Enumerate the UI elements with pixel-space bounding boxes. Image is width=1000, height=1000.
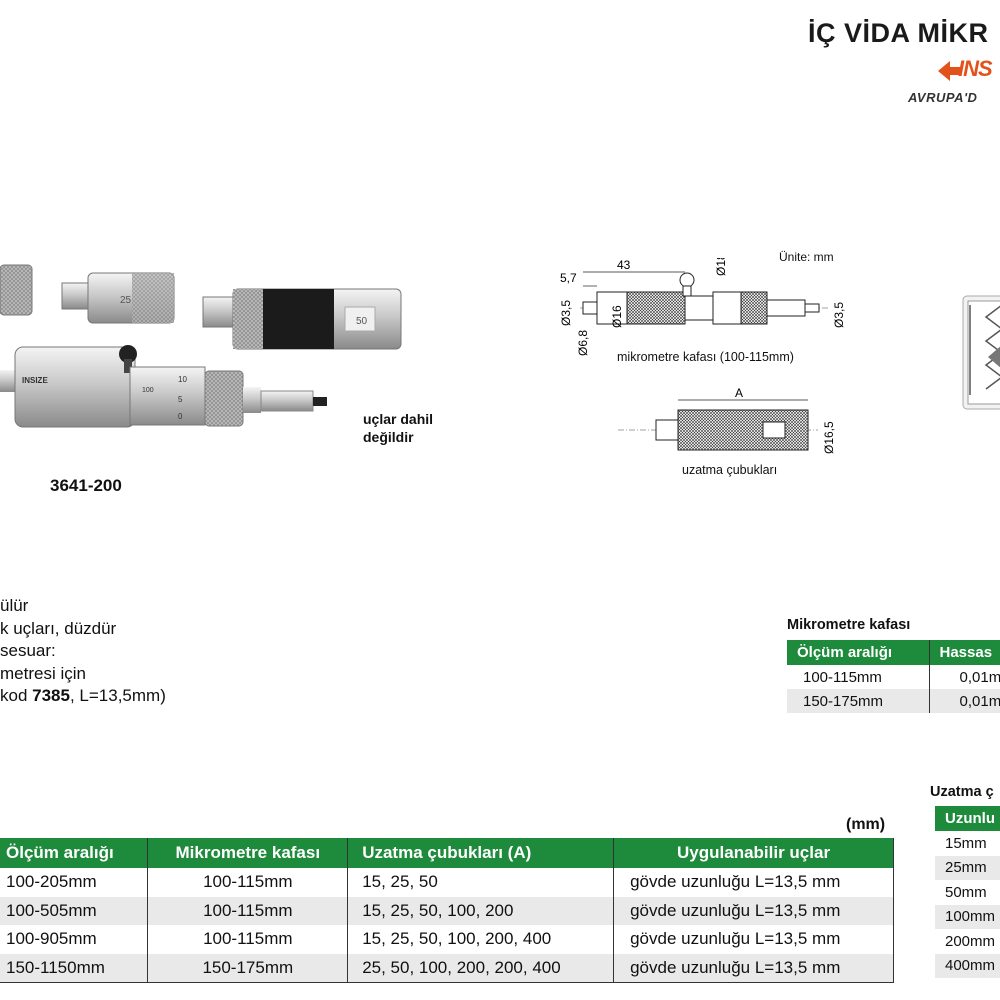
cell-tips: gövde uzunluğu L=13,5 mm xyxy=(613,925,894,954)
cell-rods: 25, 50, 100, 200, 200, 400 xyxy=(347,953,615,982)
scale-10: 10 xyxy=(178,375,187,384)
tips-not-included-note: uçlar dahil değildir xyxy=(363,410,433,446)
micrometer-head-caption: mikrometre kafası (100-115mm) xyxy=(617,350,794,364)
thread-profile-icon xyxy=(962,295,1000,410)
table-row: 100-115mm 0,01m xyxy=(787,665,1000,689)
cell-head: 150-175mm xyxy=(147,953,349,982)
ext-cell: 400mm xyxy=(935,953,1000,978)
model-number: 3641-200 xyxy=(50,476,122,495)
rod-label-25: 25 xyxy=(120,295,132,306)
note-5: kod 7385, L=13,5mm) xyxy=(0,685,166,708)
cell-head: 100-115mm xyxy=(147,925,349,954)
scale-5: 5 xyxy=(178,395,183,404)
ext-table-title: Uzatma ç xyxy=(930,784,994,800)
table-row: 50mm xyxy=(935,880,1000,905)
unit-label: Ünite: mm xyxy=(779,250,834,264)
note-line-1: uçlar dahil xyxy=(363,411,434,427)
dim-d3-5-right: Ø3,5 xyxy=(832,302,846,328)
note-2: k uçları, düzdür xyxy=(0,618,117,638)
cell-rods: 15, 25, 50, 100, 200, 400 xyxy=(347,925,615,954)
table-row: 100mm xyxy=(935,904,1000,929)
cell-range: 100-205mm xyxy=(0,868,149,897)
cell-rods: 15, 25, 50, 100, 200 xyxy=(347,896,615,925)
col-extension-rods: Uzatma çubukları (A) xyxy=(347,838,615,868)
brand-logo-icon xyxy=(938,61,960,81)
dim-d3-5-left: Ø3,5 xyxy=(559,300,573,326)
brand-mark: INSIZE xyxy=(22,376,48,385)
spec-table: Ölçüm aralığı Mikrometre kafası Uzatma ç… xyxy=(0,838,894,983)
head-cell: 100-115mm xyxy=(787,665,930,689)
product-photo: 25 50 INSIZE 100 10 5 0 xyxy=(0,264,402,428)
head-col-range: Ölçüm aralığı xyxy=(787,640,930,665)
head-cell: 0,01m xyxy=(929,689,1000,713)
micrometer-head-drawing: 5,7 43 Ø18 Ø3,5 Ø16 Ø6,8 Ø3,5 xyxy=(559,258,846,356)
scale-100: 100 xyxy=(142,387,154,394)
dim-d16: Ø16 xyxy=(610,305,624,328)
head-col-precision: Hassas xyxy=(929,640,1000,665)
note-line-2: değildir xyxy=(363,429,414,445)
brand-logo-text: INS xyxy=(958,56,993,81)
cell-range: 100-505mm xyxy=(0,896,149,925)
dim-d16-5: Ø16,5 xyxy=(822,421,836,454)
table-row: 100-905mm 100-115mm 15, 25, 50, 100, 200… xyxy=(0,925,894,954)
dim-d18: Ø18 xyxy=(714,258,728,276)
rod-label-50: 50 xyxy=(356,316,368,327)
cell-rods: 15, 25, 50 xyxy=(347,868,615,897)
dim-5-7: 5,7 xyxy=(560,271,577,285)
note-3: sesuar: xyxy=(0,641,56,660)
cell-tips: gövde uzunluğu L=13,5 mm xyxy=(613,896,894,925)
note-5-code: 7385 xyxy=(32,686,70,705)
table-row: 25mm xyxy=(935,855,1000,880)
cell-tips: gövde uzunluğu L=13,5 mm xyxy=(613,953,894,982)
head-cell: 0,01m xyxy=(929,665,1000,689)
ext-col-length: Uzunlu xyxy=(935,806,1000,831)
extension-rod-drawing: A Ø16,5 xyxy=(618,386,836,454)
col-applicable-tips: Uygulanabilir uçlar xyxy=(613,838,894,868)
dim-d6-8: Ø6,8 xyxy=(576,330,590,356)
cell-head: 100-115mm xyxy=(147,896,349,925)
cell-range: 100-905mm xyxy=(0,925,149,954)
col-micrometer-head: Mikrometre kafası xyxy=(147,838,349,868)
ext-table: Uzunlu 15mm 25mm 50mm 100mm 200mm 400mm xyxy=(935,806,1000,978)
table-row: 400mm xyxy=(935,953,1000,978)
cell-head: 100-115mm xyxy=(147,868,349,897)
head-table-title: Mikrometre kafası xyxy=(787,617,911,633)
ext-cell: 100mm xyxy=(935,904,1000,929)
dim-a: A xyxy=(735,386,743,400)
table-row: 150-175mm 0,01m xyxy=(787,689,1000,713)
extension-rods-caption: uzatma çubukları xyxy=(682,463,778,477)
product-notes: ülür k uçları, düzdür sesuar: metresi iç… xyxy=(0,595,166,708)
table-row: 200mm xyxy=(935,929,1000,954)
table-row: 150-1150mm 150-175mm 25, 50, 100, 200, 2… xyxy=(0,953,894,982)
head-cell: 150-175mm xyxy=(787,689,930,713)
ext-cell: 15mm xyxy=(935,831,1000,856)
dim-43: 43 xyxy=(617,258,631,272)
cell-tips: gövde uzunluğu L=13,5 mm xyxy=(613,868,894,897)
note-1: ülür xyxy=(0,596,29,615)
cell-range: 150-1150mm xyxy=(0,953,149,982)
note-4: metresi için xyxy=(0,663,86,683)
brand-slogan: AVRUPA'D xyxy=(908,90,978,105)
page-title: İÇ VİDA MİKR xyxy=(808,18,989,48)
ext-cell: 50mm xyxy=(935,880,1000,905)
col-measuring-range: Ölçüm aralığı xyxy=(0,838,149,868)
note-5-suffix: , L=13,5mm) xyxy=(69,686,166,705)
note-5-prefix: kod xyxy=(0,686,33,705)
scale-0: 0 xyxy=(178,412,183,421)
unit-mm-label: (mm) xyxy=(846,816,886,833)
table-row: 15mm xyxy=(935,831,1000,856)
ext-cell: 200mm xyxy=(935,929,1000,954)
head-table: Ölçüm aralığı Hassas 100-115mm 0,01m 150… xyxy=(787,640,1000,713)
table-row: 100-205mm 100-115mm 15, 25, 50 gövde uzu… xyxy=(0,868,894,897)
table-row: 100-505mm 100-115mm 15, 25, 50, 100, 200… xyxy=(0,896,894,925)
ext-cell: 25mm xyxy=(935,855,1000,880)
